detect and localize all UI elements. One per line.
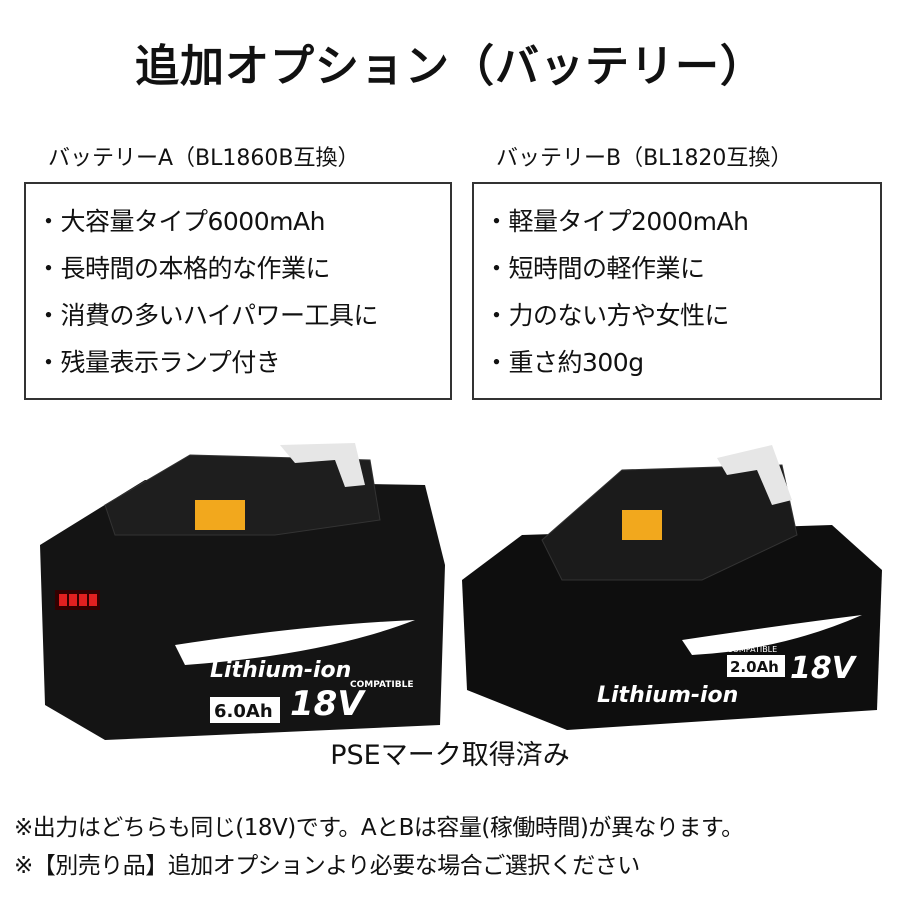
- battery-b-image: Lithium-ion COMPATIBLE 2.0Ah 18V: [462, 445, 882, 730]
- feature-item: ・残量表示ランプ付き: [36, 348, 281, 377]
- battery-a-heading: バッテリーA（BL1860B互換）: [48, 146, 360, 171]
- note-output: ※出力はどちらも同じ(18V)です。AとBは容量(稼働時間)が異なります。: [14, 815, 744, 841]
- feature-item: ・力のない方や女性に: [484, 301, 730, 330]
- battery-a-voltage: 18V: [290, 684, 366, 724]
- battery-a-brand: Lithium-ion: [210, 658, 351, 683]
- battery-b-features: ・軽量タイプ2000mAh ・短時間の軽作業に ・力のない方や女性に ・重さ約3…: [472, 182, 882, 400]
- pse-certification: PSEマーク取得済み: [330, 740, 570, 771]
- feature-item: ・重さ約300g: [484, 348, 644, 377]
- battery-b-compatible: COMPATIBLE: [727, 645, 777, 654]
- battery-b-voltage: 18V: [790, 651, 858, 686]
- note-optional: ※【別売り品】追加オプションより必要な場合ご選択ください: [14, 853, 640, 879]
- battery-a-capacity: 6.0Ah: [214, 701, 273, 722]
- feature-item: ・消費の多いハイパワー工具に: [36, 301, 379, 330]
- battery-b-capacity: 2.0Ah: [730, 658, 779, 676]
- feature-item: ・大容量タイプ6000mAh: [36, 207, 325, 236]
- battery-a-compatible: COMPATIBLE: [350, 680, 413, 690]
- page-title: 追加オプション（バッテリー）: [135, 41, 765, 92]
- feature-item: ・長時間の本格的な作業に: [36, 254, 331, 283]
- battery-b-heading: バッテリーB（BL1820互換）: [496, 146, 793, 171]
- battery-a-image: Lithium-ion 18V COMPATIBLE 6.0Ah: [40, 443, 445, 740]
- battery-a-features: ・大容量タイプ6000mAh ・長時間の本格的な作業に ・消費の多いハイパワー工…: [24, 182, 452, 400]
- feature-item: ・短時間の軽作業に: [484, 254, 705, 283]
- battery-b-brand: Lithium-ion: [597, 683, 738, 708]
- feature-item: ・軽量タイプ2000mAh: [484, 207, 749, 236]
